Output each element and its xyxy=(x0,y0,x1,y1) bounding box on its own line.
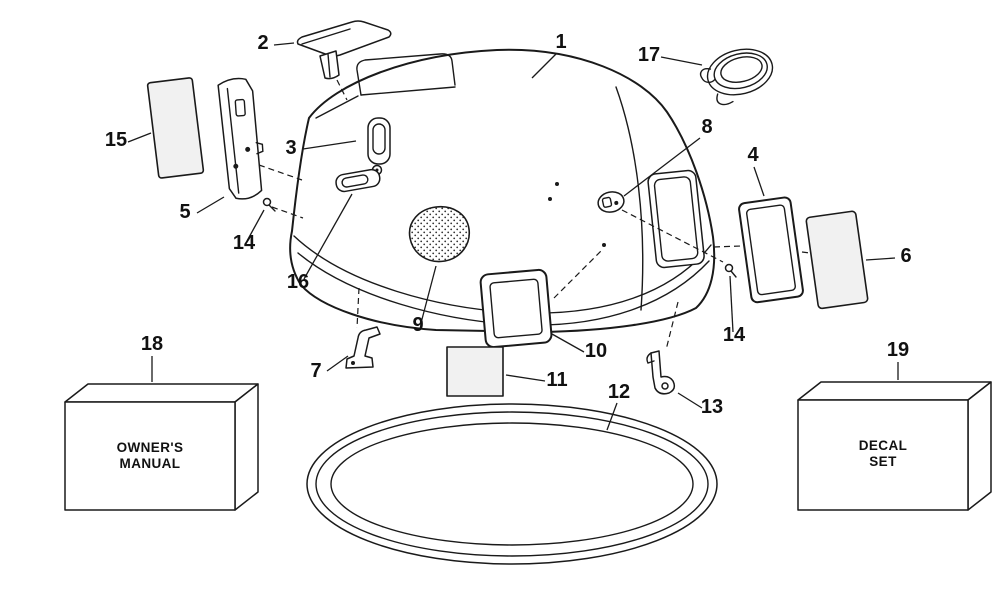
part-top-cap xyxy=(296,20,392,80)
part-engine-cover xyxy=(289,48,716,333)
cover-side-window xyxy=(647,169,705,269)
label-part-16: 16 xyxy=(287,271,309,293)
label-part-3: 3 xyxy=(285,137,296,159)
decal-set-label-line2: SET xyxy=(869,454,897,469)
owners-manual-box: OWNER'S MANUAL xyxy=(64,383,259,511)
part-handle-grip xyxy=(335,168,381,193)
label-part-13: 13 xyxy=(701,396,723,418)
part-pad-left xyxy=(146,77,205,179)
part-screw-left xyxy=(262,197,276,212)
label-part-11: 11 xyxy=(546,369,567,391)
label-part-14-left: 14 xyxy=(233,232,256,254)
part-latch-front xyxy=(367,117,391,176)
assembly-dashed-lines xyxy=(258,79,811,351)
owners-manual-label-line1: OWNER'S xyxy=(117,440,184,455)
part-bracket-rear xyxy=(646,350,676,395)
label-part-18: 18 xyxy=(141,333,163,355)
label-part-12: 12 xyxy=(608,381,630,403)
part-number-labels: 1 2 3 4 5 6 7 8 9 10 11 12 13 14 14 15 1… xyxy=(105,31,912,418)
owners-manual-label-line2: MANUAL xyxy=(120,456,181,471)
part-friction-patch xyxy=(408,205,470,263)
label-part-14-right: 14 xyxy=(723,324,746,346)
leader-lines xyxy=(127,42,899,431)
label-part-19: 19 xyxy=(887,339,909,361)
label-part-7: 7 xyxy=(310,360,321,382)
label-part-1: 1 xyxy=(555,31,566,53)
label-part-9: 9 xyxy=(412,314,423,336)
part-pad-bottom xyxy=(446,346,504,397)
decal-set-box: DECAL SET xyxy=(797,381,992,511)
part-starter-rope xyxy=(699,48,774,106)
part-pad-right xyxy=(805,210,869,310)
part-screw-right xyxy=(724,263,737,278)
label-part-6: 6 xyxy=(900,245,911,267)
part-bracket-plate xyxy=(217,77,264,200)
part-seal-frame-front xyxy=(479,268,553,349)
part-latch-side xyxy=(597,191,625,213)
part-seal-frame-side xyxy=(738,196,804,304)
part-bracket-front xyxy=(345,326,381,369)
label-part-17: 17 xyxy=(638,44,660,66)
label-part-8: 8 xyxy=(701,116,712,138)
label-part-4: 4 xyxy=(747,144,759,166)
part-lower-seal xyxy=(306,403,718,565)
decal-set-label-line1: DECAL xyxy=(859,438,908,453)
label-part-15: 15 xyxy=(105,129,127,151)
label-part-10: 10 xyxy=(585,340,607,362)
label-part-2: 2 xyxy=(257,32,268,54)
label-part-5: 5 xyxy=(179,201,190,223)
